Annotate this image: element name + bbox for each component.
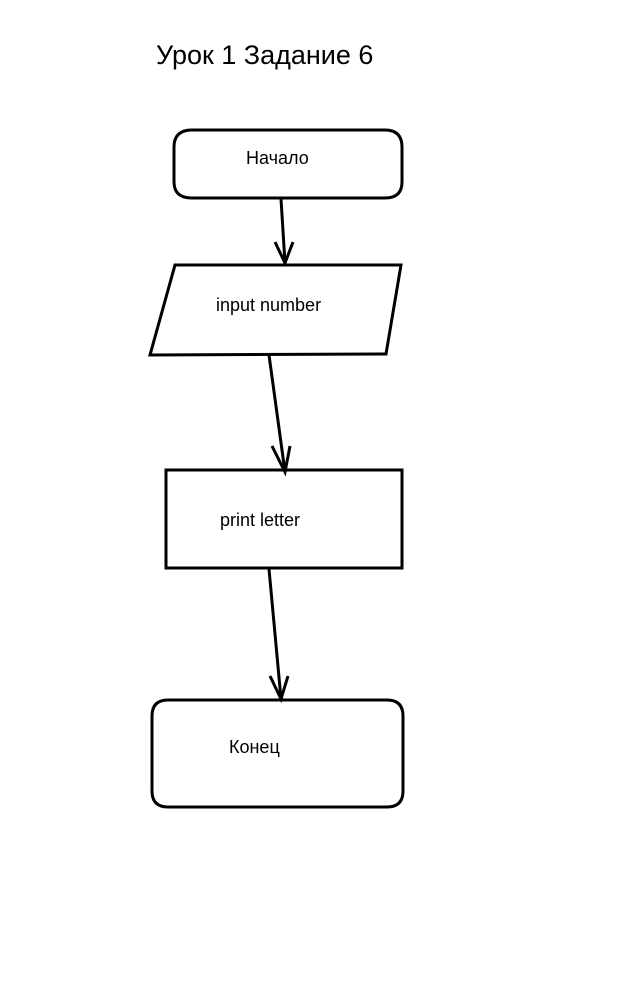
end-node-label: Конец — [229, 737, 280, 757]
arrow-start-to-input — [273, 198, 295, 267]
end-node-shape — [150, 698, 405, 809]
input-node-shape — [148, 263, 403, 357]
input-node-label: input number — [216, 295, 322, 315]
start-node-shape — [172, 128, 404, 200]
arrow-input-to-process — [267, 354, 292, 477]
page-title: Урок 1 Задание 6 — [156, 40, 374, 70]
process-node-label: print letter — [220, 510, 301, 530]
arrow-process-to-end — [267, 568, 290, 704]
process-node-shape — [164, 468, 404, 570]
start-node-label: Начало — [246, 148, 309, 168]
